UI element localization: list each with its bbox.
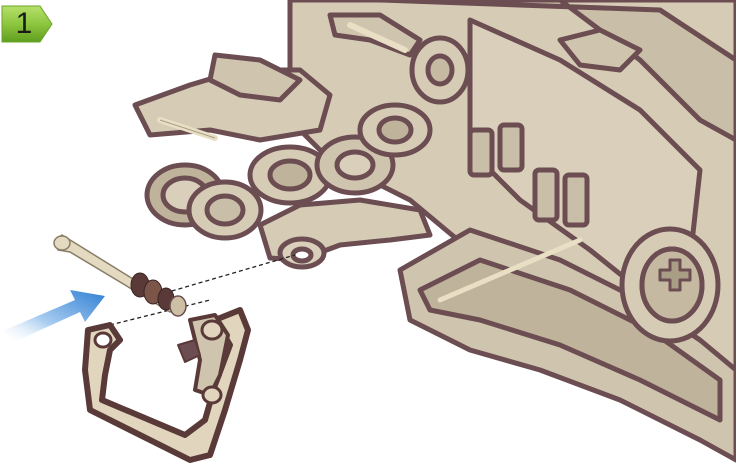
loose-bracket-part — [85, 310, 248, 460]
